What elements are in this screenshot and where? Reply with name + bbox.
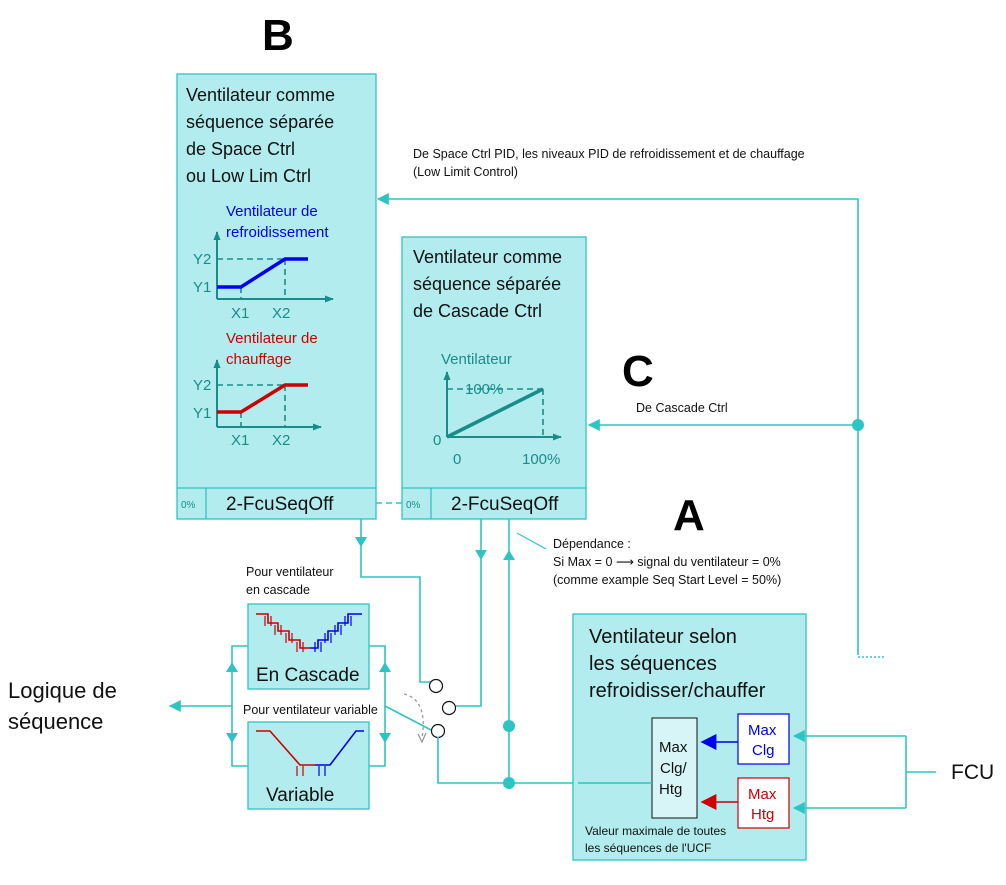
box-cascade-ctrl-footer: 2-FcuSeqOff xyxy=(451,494,559,515)
max-clg-line-1: Max xyxy=(748,722,777,739)
cascade-x0: 0 xyxy=(453,451,461,468)
cooling-x1: X1 xyxy=(231,305,249,322)
max-htg-line-1: Max xyxy=(748,786,777,803)
box-space-ctrl-title-1: Ventilateur comme xyxy=(186,85,335,105)
fcu-box-title-1: Ventilateur selon xyxy=(589,626,737,648)
marker-c: C xyxy=(622,347,654,396)
max-clg-line-2: Clg xyxy=(752,742,775,759)
heating-fan-graph xyxy=(213,359,322,431)
feedback-lines xyxy=(376,193,885,658)
heating-y1: Y1 xyxy=(193,405,211,422)
cooling-fan-graph xyxy=(213,231,334,303)
box-cascade-ctrl-title-3: de Cascade Ctrl xyxy=(413,301,542,321)
logic-label-2: séquence xyxy=(8,709,103,734)
box-space-ctrl-title-4: ou Low Lim Ctrl xyxy=(186,166,311,186)
selection-loops xyxy=(168,645,434,767)
fcu-box-title-3: refroidisser/chauffer xyxy=(589,680,766,702)
cascade-x100: 100% xyxy=(522,451,560,468)
dependance-leader xyxy=(516,532,547,550)
max-clg-htg-block xyxy=(651,717,698,819)
max-clg-block xyxy=(737,713,790,765)
heating-x2: X2 xyxy=(272,432,290,449)
box-cascade-ctrl: Ventilateur comme séquence séparée de Ca… xyxy=(401,236,587,520)
fcu-box-title-2: les séquences xyxy=(589,653,717,675)
note-space-ctrl-1: De Space Ctrl PID, les niveaux PID de re… xyxy=(413,147,805,161)
fcuseqoff-links xyxy=(355,519,515,726)
selector-switch xyxy=(403,678,578,789)
max-clg-htg-line-1: Max xyxy=(659,739,688,756)
marker-b: B xyxy=(262,11,294,60)
heating-x1: X1 xyxy=(231,432,249,449)
fcu-box-footer-1: Valeur maximale de toutes xyxy=(585,824,726,838)
variable-curve-icon xyxy=(256,730,364,776)
cascade-caption-1: Pour ventilateur xyxy=(246,565,334,579)
logic-label-1: Logique de xyxy=(8,678,117,703)
cascade-y0: 0 xyxy=(433,432,441,449)
fcu-label: FCU xyxy=(951,761,994,784)
cascade-steps-icon xyxy=(256,613,362,652)
note-dependance-2: Si Max = 0 ⟶ signal du ventilateur = 0% xyxy=(553,555,781,569)
variable-box: Variable xyxy=(247,721,370,810)
box-cascade-ctrl-title-1: Ventilateur comme xyxy=(413,247,562,267)
box-cascade-ctrl-pct: 0% xyxy=(406,500,421,511)
box-space-ctrl-pct: 0% xyxy=(181,500,196,511)
cascade-fan-graph xyxy=(443,371,562,441)
cooling-fan-title-2: refroidissement xyxy=(226,224,329,241)
max-htg-block xyxy=(737,777,790,829)
box-space-ctrl-title-3: de Space Ctrl xyxy=(186,139,295,159)
marker-a: A xyxy=(673,491,705,540)
box-space-ctrl-title-2: séquence séparée xyxy=(186,112,334,132)
cascade-box-label: En Cascade xyxy=(256,665,360,686)
max-htg-line-2: Htg xyxy=(751,806,774,823)
note-dependance-1: Dépendance : xyxy=(553,537,631,551)
max-clg-htg-line-3: Htg xyxy=(659,781,682,798)
heating-fan-title-2: chauffage xyxy=(226,351,292,368)
cooling-x2: X2 xyxy=(272,305,290,322)
fcu-box-footer-2: les séquences de l'UCF xyxy=(585,841,711,855)
cascade-fan-graph-title: Ventilateur xyxy=(441,351,512,368)
max-clg-htg-line-2: Clg/ xyxy=(660,760,688,777)
note-cascade: De Cascade Ctrl xyxy=(636,401,728,415)
cooling-fan-title-1: Ventilateur de xyxy=(226,203,318,220)
cascade-box: En Cascade xyxy=(247,603,370,690)
cascade-caption-2: en cascade xyxy=(246,583,310,597)
variable-caption: Pour ventilateur variable xyxy=(243,703,378,717)
box-space-ctrl: Ventilateur comme séquence séparée de Sp… xyxy=(176,73,377,520)
fcu-sequence-box: Ventilateur selon les séquences refroidi… xyxy=(572,613,807,861)
note-space-ctrl-2: (Low Limit Control) xyxy=(413,165,518,179)
heating-fan-title-1: Ventilateur de xyxy=(226,330,318,347)
note-dependance-3: (comme example Seq Start Level = 50%) xyxy=(553,573,781,587)
cascade-y100: 100% xyxy=(465,381,503,398)
box-cascade-ctrl-title-2: séquence séparée xyxy=(413,274,561,294)
cooling-y2: Y2 xyxy=(193,251,211,268)
box-space-ctrl-footer: 2-FcuSeqOff xyxy=(226,494,334,515)
heating-y2: Y2 xyxy=(193,377,211,394)
variable-box-label: Variable xyxy=(266,785,334,806)
fcu-input-lines xyxy=(792,730,936,814)
cooling-y1: Y1 xyxy=(193,279,211,296)
